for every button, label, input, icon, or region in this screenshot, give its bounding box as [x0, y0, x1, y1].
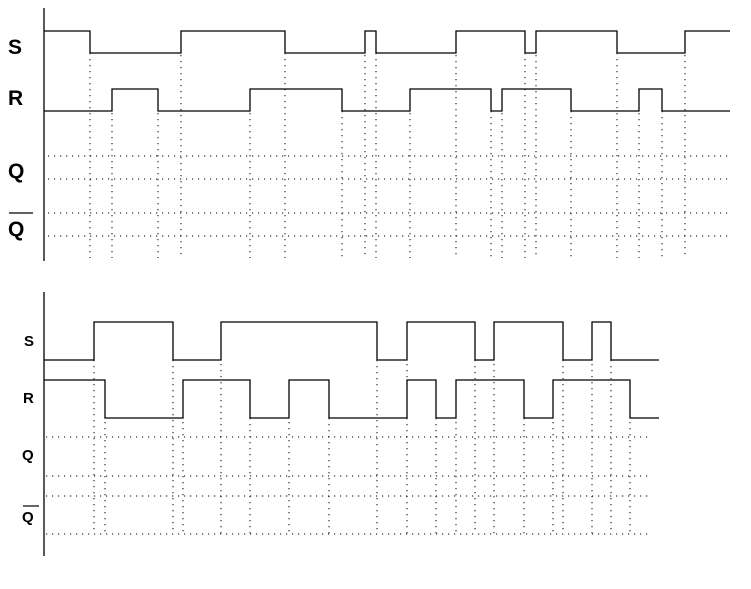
bottom-timing-diagram: S R Q Q — [22, 292, 659, 556]
top-label-s: S — [8, 36, 22, 59]
top-timing-diagram: S R Q Q — [8, 8, 730, 261]
top-vertical-guides — [89, 31, 686, 258]
top-label-r: R — [8, 87, 23, 110]
bottom-label-q: Q — [22, 447, 34, 464]
bottom-label-s: S — [24, 333, 34, 350]
top-r-waveform — [44, 88, 730, 112]
bottom-label-q-bar: Q — [22, 509, 34, 526]
top-label-q: Q — [8, 160, 24, 183]
bottom-horizontal-guides — [46, 436, 650, 535]
top-s-waveform — [44, 30, 730, 54]
top-horizontal-guides — [48, 155, 730, 237]
bottom-r-waveform — [44, 379, 659, 419]
bottom-label-r: R — [23, 390, 34, 407]
bottom-vertical-guides — [93, 322, 631, 534]
bottom-s-waveform — [44, 321, 659, 361]
top-label-q-bar: Q — [8, 218, 24, 241]
